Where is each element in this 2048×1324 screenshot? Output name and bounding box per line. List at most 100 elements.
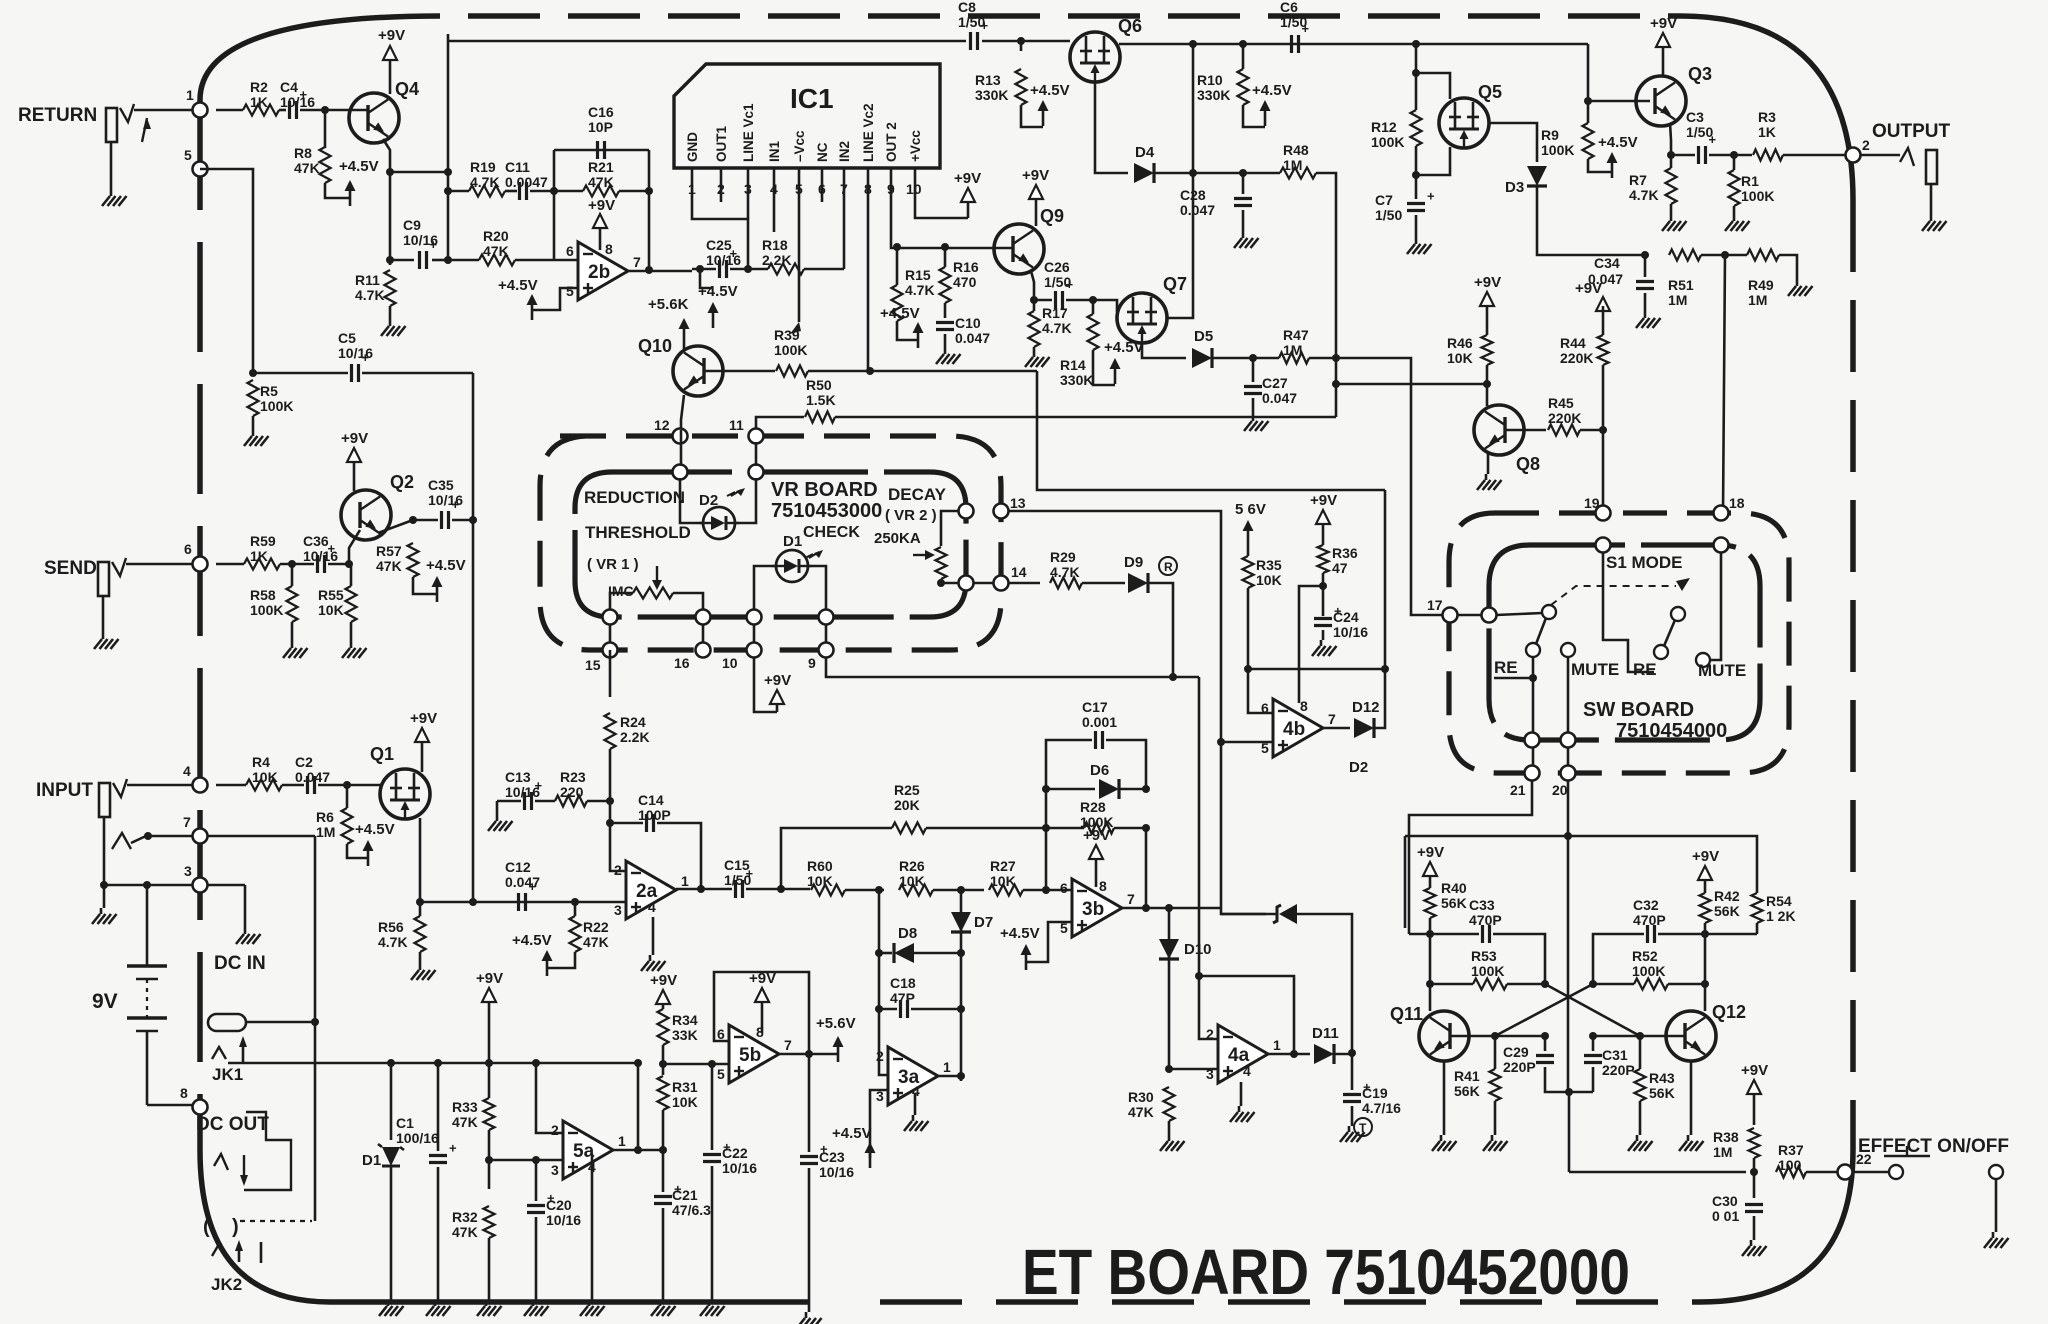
svg-text:R29: R29 <box>1050 549 1076 565</box>
svg-text:47K: 47K <box>588 174 614 190</box>
svg-text:7: 7 <box>633 254 641 270</box>
svg-text:4.7/16: 4.7/16 <box>1362 1100 1401 1116</box>
svg-text:1K: 1K <box>250 548 268 564</box>
svg-text:6: 6 <box>717 1026 725 1042</box>
svg-text:ET BOARD 7510452000: ET BOARD 7510452000 <box>1022 1236 1630 1308</box>
svg-text:+: + <box>300 87 308 102</box>
svg-text:+4.5V: +4.5V <box>1000 925 1040 942</box>
svg-text:R51: R51 <box>1668 277 1694 293</box>
svg-text:470P: 470P <box>1633 912 1666 928</box>
svg-text:1M: 1M <box>1748 292 1767 308</box>
svg-text:IN1: IN1 <box>767 141 782 163</box>
svg-text:10/16: 10/16 <box>428 492 463 508</box>
svg-text:10P: 10P <box>588 119 613 135</box>
svg-text:1K: 1K <box>250 94 268 110</box>
svg-text:C20: C20 <box>546 1197 572 1213</box>
svg-text:JK1: JK1 <box>212 1065 243 1084</box>
svg-text:+: + <box>449 1141 457 1156</box>
svg-text:C19: C19 <box>1362 1085 1388 1101</box>
svg-text:C22: C22 <box>722 1145 748 1161</box>
svg-text:+9V: +9V <box>749 970 776 987</box>
svg-text:1K: 1K <box>1758 124 1776 140</box>
svg-text:47K: 47K <box>583 934 609 950</box>
svg-text:C34: C34 <box>1594 255 1620 271</box>
svg-text:R30: R30 <box>1128 1089 1154 1105</box>
svg-text:R34: R34 <box>672 1012 698 1028</box>
svg-text:D8: D8 <box>898 925 917 942</box>
svg-text:NC: NC <box>815 142 830 162</box>
svg-text:1M: 1M <box>1668 292 1687 308</box>
svg-text:D1: D1 <box>783 533 802 550</box>
svg-text:OUTPUT: OUTPUT <box>1872 121 1951 142</box>
svg-text:+9V: +9V <box>476 970 503 987</box>
svg-text:R48: R48 <box>1283 142 1309 158</box>
svg-text:C24: C24 <box>1333 609 1359 625</box>
svg-text:+: + <box>981 18 989 33</box>
svg-text:R32: R32 <box>452 1209 478 1225</box>
svg-text:+4.5V: +4.5V <box>698 283 738 300</box>
svg-text:R57: R57 <box>376 543 402 559</box>
svg-text:100P: 100P <box>638 807 671 823</box>
svg-text:C35: C35 <box>428 477 454 493</box>
svg-text:Q1: Q1 <box>370 744 394 764</box>
svg-text:+9V: +9V <box>1310 492 1337 509</box>
svg-text:10/16: 10/16 <box>303 548 338 564</box>
svg-text:+9V: +9V <box>1474 274 1501 291</box>
svg-text:C1: C1 <box>396 1115 414 1131</box>
svg-text:R37: R37 <box>1778 1142 1804 1158</box>
svg-text:0.047: 0.047 <box>505 874 540 890</box>
svg-text:C7: C7 <box>1375 192 1393 208</box>
svg-text:47K: 47K <box>452 1224 478 1240</box>
svg-text:+4.5V: +4.5V <box>426 557 466 574</box>
svg-text:8: 8 <box>180 1085 188 1101</box>
svg-text:DC OUT: DC OUT <box>196 1114 269 1135</box>
svg-text:12: 12 <box>654 417 670 433</box>
svg-text:Q3: Q3 <box>1688 64 1712 84</box>
svg-text:470P: 470P <box>1469 912 1502 928</box>
svg-text:R12: R12 <box>1371 119 1397 135</box>
svg-text:R15: R15 <box>905 267 931 283</box>
svg-text:100K: 100K <box>1080 814 1113 830</box>
svg-text:100K: 100K <box>1741 188 1774 204</box>
svg-text:+: + <box>535 778 543 793</box>
svg-text:C9: C9 <box>403 217 421 233</box>
svg-text:220K: 220K <box>1548 410 1581 426</box>
svg-text:8: 8 <box>1300 698 1308 714</box>
svg-text:8: 8 <box>1099 878 1107 894</box>
svg-text:+: + <box>723 1140 731 1155</box>
svg-text:SEND: SEND <box>44 558 97 579</box>
svg-text:R36: R36 <box>1332 545 1358 561</box>
svg-text:16: 16 <box>674 655 690 671</box>
svg-text:EFFECT ON/OFF: EFFECT ON/OFF <box>1858 1136 2009 1157</box>
svg-text:+: + <box>547 1191 555 1206</box>
svg-text:56K: 56K <box>1454 1083 1480 1099</box>
svg-text:R50: R50 <box>806 377 832 393</box>
svg-text:100K: 100K <box>1541 142 1574 158</box>
svg-text:D10: D10 <box>1184 941 1212 958</box>
svg-text:REDUCTION: REDUCTION <box>584 488 685 507</box>
svg-text:9V: 9V <box>92 990 118 1013</box>
svg-text:14: 14 <box>1011 564 1027 580</box>
svg-text:R: R <box>1164 560 1173 574</box>
svg-text:13: 13 <box>1010 495 1026 511</box>
svg-text:GND: GND <box>685 132 700 162</box>
svg-text:IMC: IMC <box>608 583 634 599</box>
svg-text:1: 1 <box>618 1133 626 1149</box>
svg-text:C17: C17 <box>1082 699 1108 715</box>
svg-text:C18: C18 <box>890 975 916 991</box>
svg-text:47K: 47K <box>376 558 402 574</box>
svg-text:4.7K: 4.7K <box>905 282 935 298</box>
svg-text:220P: 220P <box>1602 1062 1635 1078</box>
svg-text:R39: R39 <box>774 327 800 343</box>
svg-text:+9V: +9V <box>1692 848 1719 865</box>
svg-text:C36: C36 <box>303 533 329 549</box>
svg-text:5b: 5b <box>739 1045 761 1066</box>
svg-text:5: 5 <box>184 147 192 163</box>
svg-text:T: T <box>1359 1121 1367 1135</box>
svg-text:10/16: 10/16 <box>722 1160 757 1176</box>
svg-text:Q9: Q9 <box>1040 206 1064 226</box>
svg-text:+: + <box>1302 21 1310 36</box>
svg-text:0.0047: 0.0047 <box>505 174 548 190</box>
svg-text:5: 5 <box>1261 740 1269 756</box>
svg-text:DC IN: DC IN <box>214 953 266 974</box>
